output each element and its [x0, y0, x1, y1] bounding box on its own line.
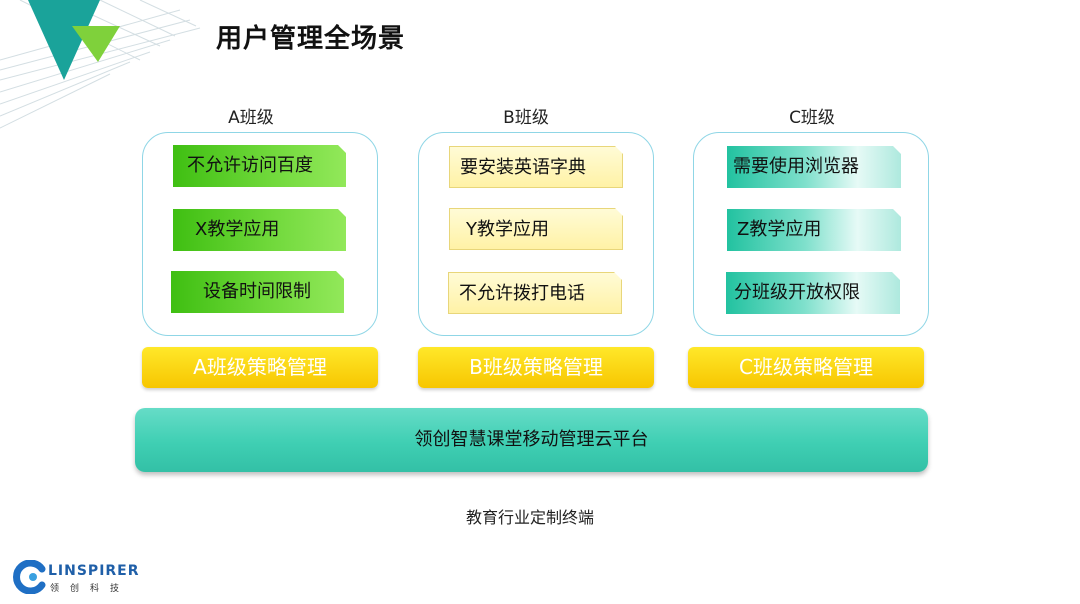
class-b-policy-button[interactable]: B班级策略管理	[418, 347, 654, 388]
class-a-item-1: 不允许访问百度	[173, 145, 346, 187]
class-b-item-3: 不允许拨打电话	[448, 272, 622, 314]
logo-name: LINSPIRER	[48, 563, 140, 579]
class-b-item-1: 要安装英语字典	[449, 146, 623, 188]
page-title: 用户管理全场景	[216, 24, 406, 54]
class-c-label: C班级	[789, 108, 835, 128]
class-b-label: B班级	[503, 108, 549, 128]
class-c-policy-button[interactable]: C班级策略管理	[688, 347, 924, 388]
cloud-platform-bar[interactable]: 领创智慧课堂移动管理云平台	[135, 408, 928, 472]
class-a-policy-button[interactable]: A班级策略管理	[142, 347, 378, 388]
class-c-item-2: Z教学应用	[727, 209, 901, 251]
linspirer-logo-icon	[13, 560, 46, 594]
class-a-item-3: 设备时间限制	[171, 271, 344, 313]
class-c-item-3: 分班级开放权限	[726, 272, 900, 314]
class-a-item-2: X教学应用	[173, 209, 346, 251]
class-c-item-1: 需要使用浏览器	[727, 146, 901, 188]
logo-subtitle: 领创科技	[50, 584, 131, 594]
class-a-label: A班级	[228, 108, 274, 128]
terminal-caption: 教育行业定制终端	[465, 508, 594, 527]
corner-decoration	[0, 0, 201, 129]
class-b-item-2: Y教学应用	[449, 208, 623, 250]
